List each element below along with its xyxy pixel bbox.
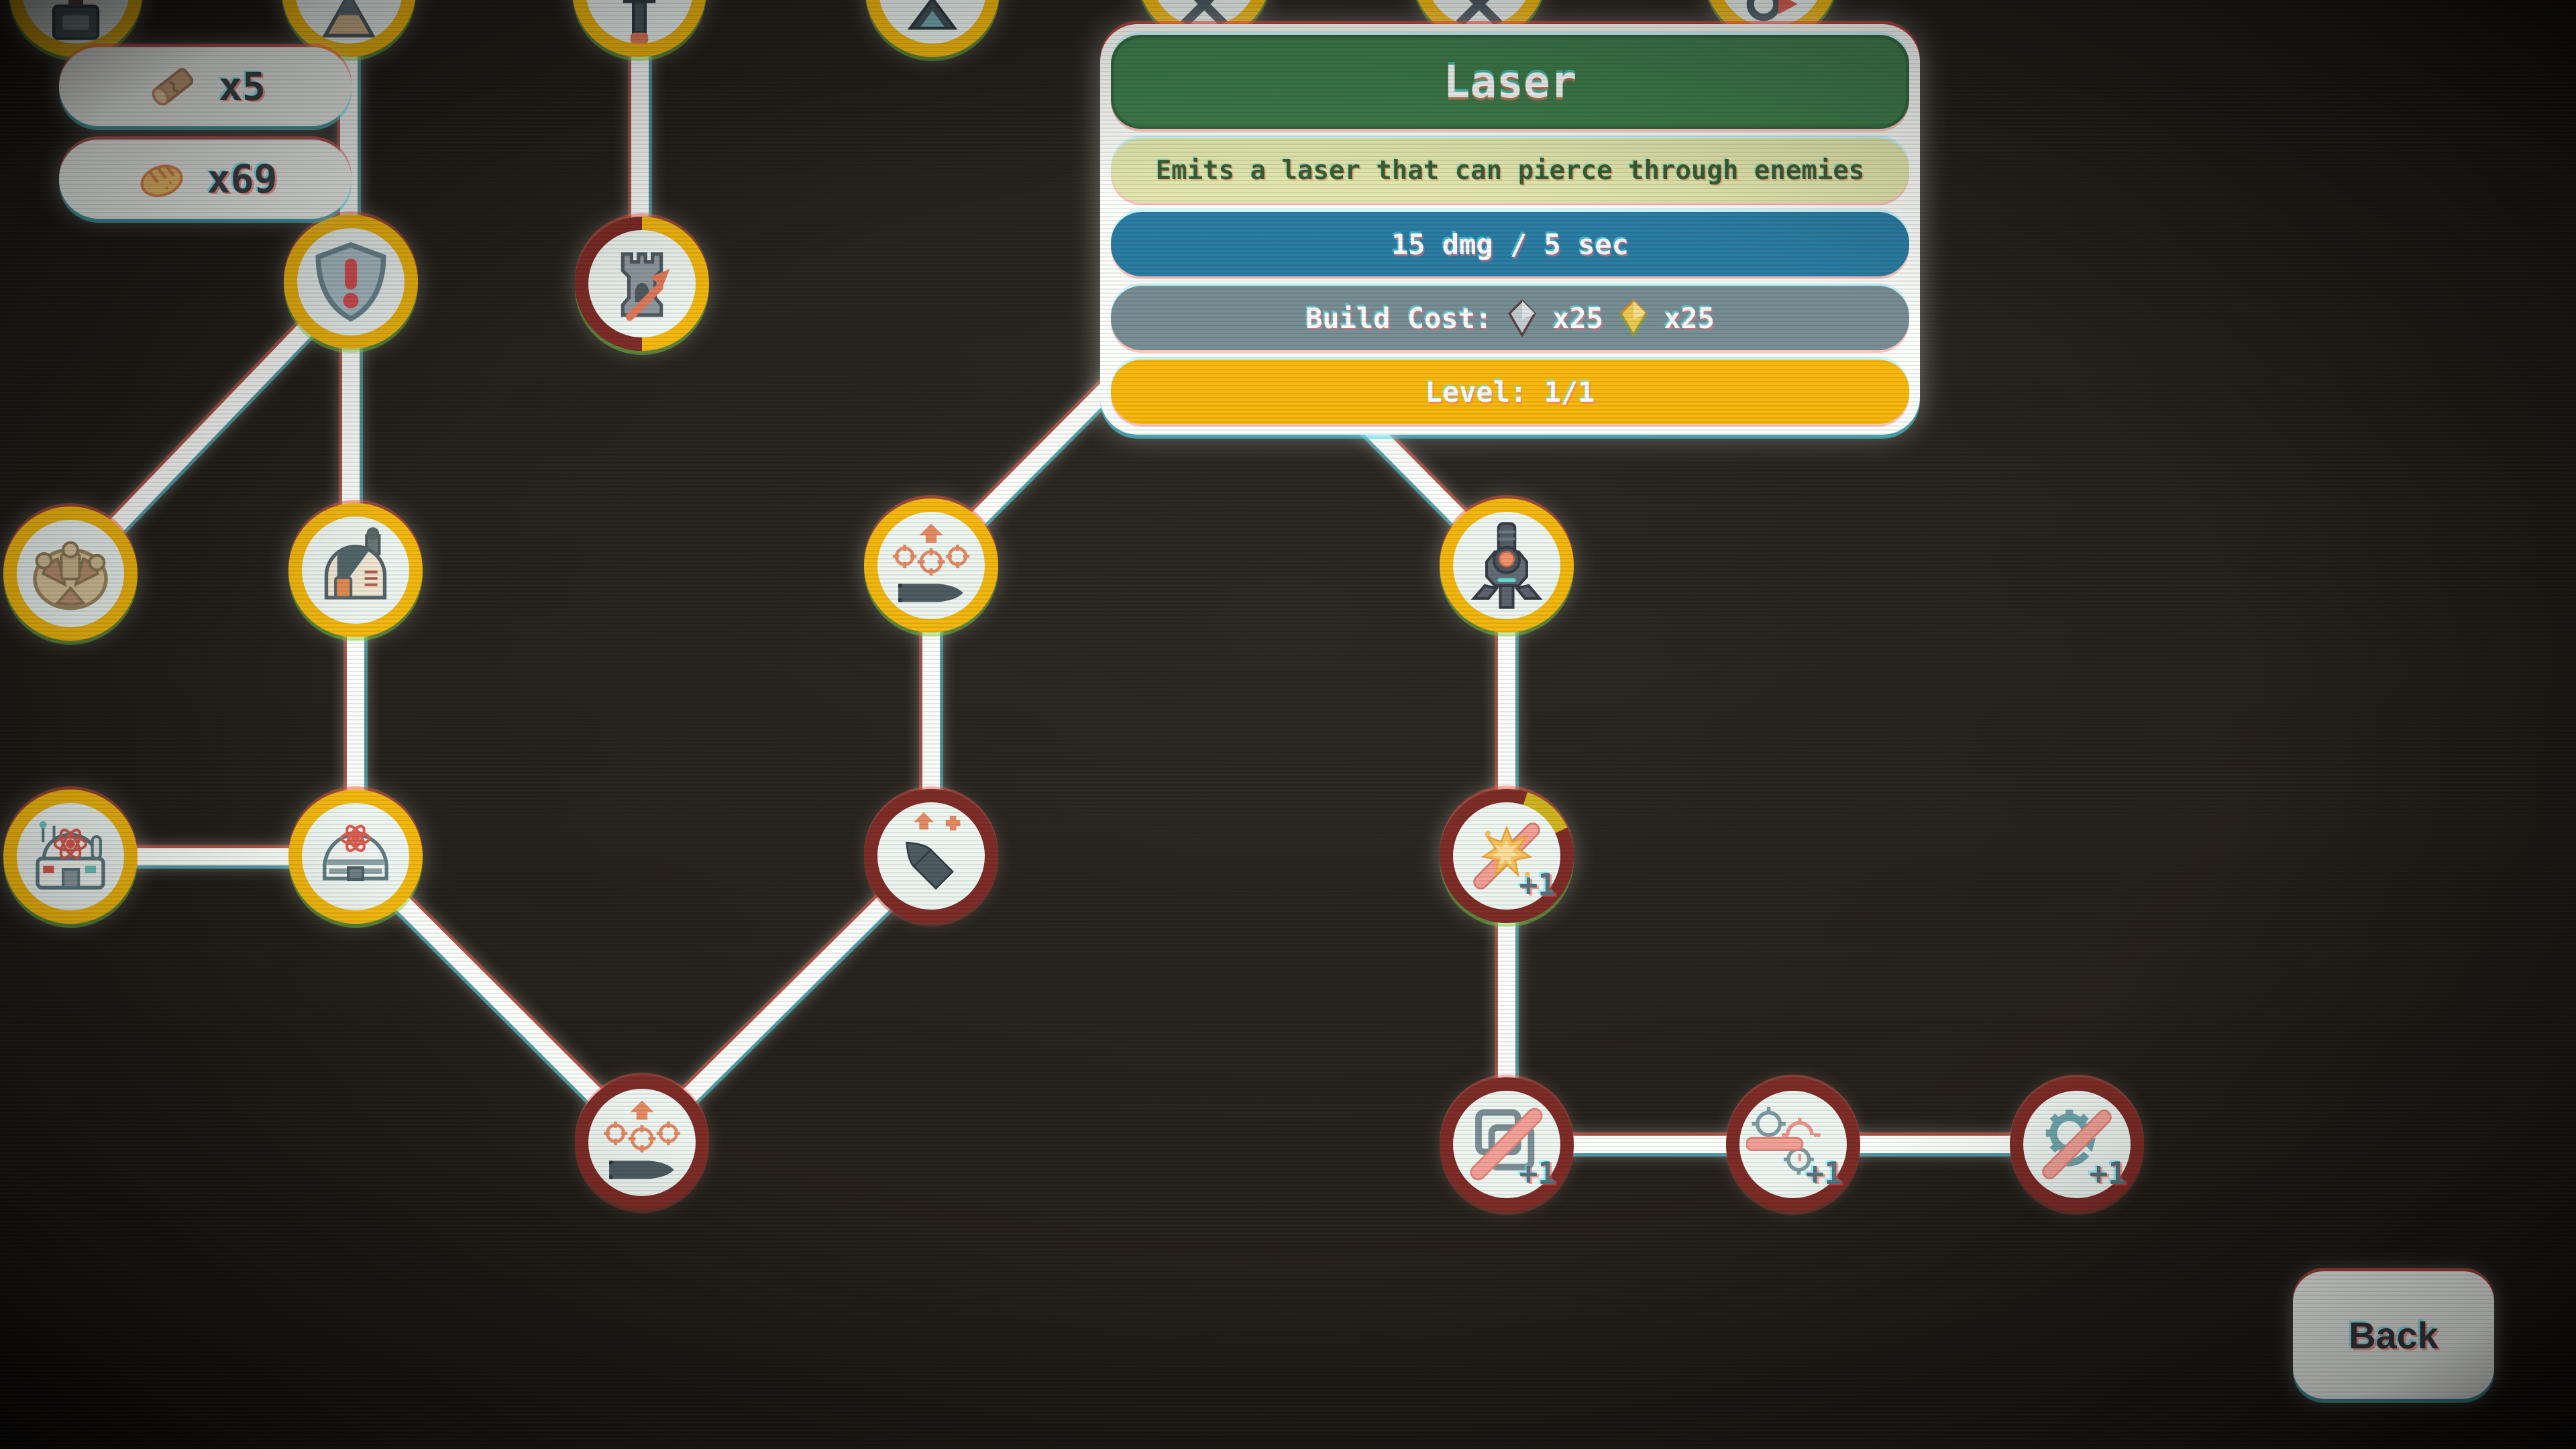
gold-ingot-icon — [1619, 299, 1648, 337]
rook-arrow-icon — [621, 252, 670, 321]
tech-node-multishot[interactable] — [864, 498, 998, 633]
tooltip-stat: 15 dmg / 5 sec — [1391, 227, 1629, 261]
build-cost-amount: x25 — [1664, 301, 1715, 335]
resource-counter-wood: x5 — [59, 47, 352, 126]
multishot-icon — [603, 1100, 681, 1179]
duplicate-squares-icon — [1470, 1108, 1543, 1181]
bunker-icon — [33, 541, 108, 610]
tech-node-laser-pierce[interactable]: +1 — [1440, 789, 1574, 923]
resource-count: x69 — [207, 156, 278, 202]
tech-node-top-1[interactable] — [9, 0, 143, 57]
tooltip-cost-bar: Build Cost: x25 x25 — [1111, 286, 1909, 350]
tooltip-level: Level: 1/1 — [1425, 375, 1595, 409]
laser-tower-icon — [1470, 522, 1543, 609]
crossed-tools-icon — [1455, 0, 1503, 27]
tech-node-dome-building[interactable] — [288, 503, 423, 637]
tech-node-defense-alert[interactable] — [284, 215, 418, 349]
tech-node-laser-speed[interactable]: +1 — [2010, 1077, 2144, 1212]
reactor-plant-icon — [36, 820, 105, 890]
gear-rocket-icon — [1746, 0, 1798, 21]
gear-rotate-icon — [2042, 1110, 2112, 1179]
tooltip-description-bar: Emits a laser that can pierce through en… — [1111, 138, 1909, 203]
laser-targets-icon — [1746, 1107, 1821, 1175]
reactor-dome-icon — [323, 824, 388, 881]
bread-icon — [140, 164, 183, 197]
machine-icon — [52, 0, 100, 40]
tooltip-description: Emits a laser that can pierce through en… — [1155, 155, 1865, 186]
tech-node-bullet-damage[interactable] — [864, 789, 998, 923]
tech-node-laser-tower[interactable] — [1440, 498, 1574, 633]
back-button[interactable]: Back — [2293, 1271, 2494, 1399]
bullet-upgrade-icon — [906, 812, 961, 890]
iron-ingot-icon — [1508, 299, 1537, 337]
build-cost-amount: x25 — [1552, 301, 1604, 335]
tooltip-stat-bar: 15 dmg / 5 sec — [1111, 212, 1909, 276]
upgrade-badge: +1 — [1805, 1155, 1843, 1191]
back-button-label: Back — [2349, 1313, 2438, 1356]
laser-pierce-icon — [1473, 822, 1540, 890]
shield-alert-icon — [315, 241, 386, 322]
tech-node-laser-duplicate[interactable]: +1 — [1440, 1077, 1574, 1212]
upgrade-badge: +1 — [1519, 1155, 1556, 1191]
tech-node-tower-upgrade[interactable] — [575, 217, 709, 351]
structure-icon — [322, 0, 376, 38]
build-cost-label: Build Cost: — [1305, 301, 1493, 335]
upgrade-badge: +1 — [1519, 867, 1556, 903]
tech-node-bunker[interactable] — [3, 506, 138, 641]
tech-node-reactor-plant[interactable] — [3, 790, 138, 924]
crossed-tools-icon — [1180, 0, 1228, 27]
resource-counter-bread: x69 — [59, 140, 352, 219]
log-icon — [152, 68, 194, 106]
tooltip-title: Laser — [1443, 56, 1577, 108]
dome-building-icon — [324, 527, 387, 600]
tooltip-laser: Laser Emits a laser that can pierce thro… — [1100, 24, 1920, 435]
tech-node-reactor-dome[interactable] — [288, 790, 423, 924]
barrel-icon — [623, 0, 656, 44]
resource-count: x5 — [219, 64, 266, 109]
tooltip-level-bar: Level: 1/1 — [1111, 360, 1909, 424]
multishot-icon — [892, 523, 970, 602]
tech-node-top-2[interactable] — [282, 0, 416, 57]
tech-node-top-4[interactable] — [865, 0, 1000, 57]
tech-node-top-3[interactable] — [572, 0, 706, 57]
chevron-icon — [907, 0, 958, 30]
tech-node-laser-targets[interactable]: +1 — [1726, 1077, 1860, 1212]
tech-node-multishot-locked[interactable] — [575, 1075, 709, 1210]
upgrade-badge: +1 — [2089, 1155, 2127, 1191]
tooltip-title-bar: Laser — [1111, 35, 1909, 129]
